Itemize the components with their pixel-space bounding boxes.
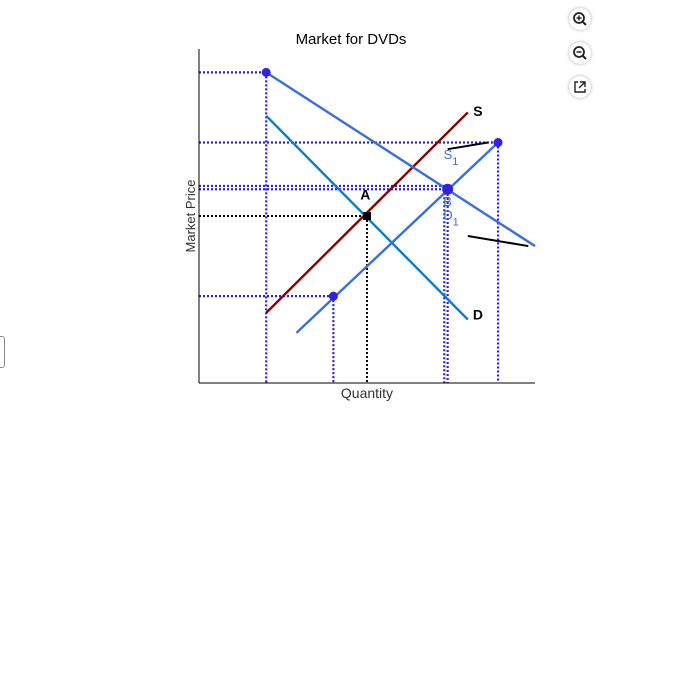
popout-button[interactable] bbox=[569, 76, 591, 98]
zoom-out-icon bbox=[573, 46, 587, 60]
chart-title: Market for DVDs bbox=[296, 31, 407, 48]
external-link-icon bbox=[574, 81, 586, 93]
point-b[interactable] bbox=[442, 183, 454, 195]
guide-lines bbox=[199, 71, 500, 383]
hand-strokes bbox=[447, 141, 529, 248]
y-axis-label: Market Price bbox=[183, 180, 198, 253]
zoom-in-icon bbox=[573, 12, 587, 26]
stroke-0 bbox=[447, 141, 489, 151]
curve-s1 bbox=[295, 141, 499, 334]
side-panel-tab[interactable] bbox=[0, 336, 5, 368]
label-b: B bbox=[443, 194, 452, 209]
point-3[interactable] bbox=[493, 138, 503, 148]
points[interactable] bbox=[261, 67, 503, 301]
curve-d1 bbox=[265, 71, 536, 248]
curves bbox=[265, 71, 536, 334]
label-d1: D1 bbox=[443, 207, 459, 228]
zoom-in-button[interactable] bbox=[569, 8, 591, 30]
point-2[interactable] bbox=[261, 67, 271, 77]
axes bbox=[198, 49, 535, 384]
label-s1: S1 bbox=[444, 147, 459, 168]
point-4[interactable] bbox=[328, 291, 338, 301]
stroke-1 bbox=[467, 235, 529, 248]
x-axis-label: Quantity bbox=[341, 385, 393, 401]
label-s: S bbox=[473, 103, 482, 119]
point-a[interactable] bbox=[363, 212, 371, 220]
label-a: A bbox=[360, 186, 370, 202]
zoom-out-button[interactable] bbox=[569, 42, 591, 64]
label-d: D bbox=[473, 307, 483, 323]
